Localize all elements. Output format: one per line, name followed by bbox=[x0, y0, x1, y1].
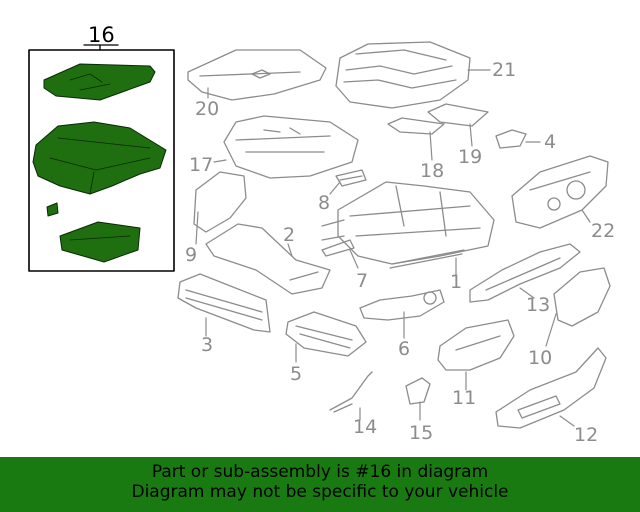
part-2[interactable] bbox=[205, 223, 331, 295]
part-21-cover[interactable] bbox=[335, 41, 471, 109]
callout-22[interactable]: 22 bbox=[591, 220, 616, 242]
part-1-seat-frame[interactable] bbox=[321, 181, 495, 269]
callout-3[interactable]: 3 bbox=[201, 334, 214, 356]
part-10-trim[interactable] bbox=[553, 267, 611, 327]
part-17-foam[interactable] bbox=[223, 115, 359, 179]
part-22-switch-panel[interactable] bbox=[511, 155, 609, 229]
callout-2[interactable]: 2 bbox=[283, 224, 296, 246]
part-6[interactable] bbox=[359, 289, 445, 321]
callout-14[interactable]: 14 bbox=[353, 416, 378, 438]
part-20-pad[interactable] bbox=[187, 49, 327, 101]
part-16-cushion-assembly[interactable] bbox=[32, 63, 167, 263]
part-3-lumbar[interactable] bbox=[177, 273, 271, 333]
part-13-rail[interactable] bbox=[469, 243, 581, 303]
callout-17[interactable]: 17 bbox=[189, 154, 214, 176]
part-18[interactable] bbox=[387, 117, 445, 135]
part-19[interactable] bbox=[427, 103, 489, 127]
part-5-mat[interactable] bbox=[285, 311, 367, 357]
seat-parts-diagram bbox=[28, 41, 611, 429]
banner-line-1: Part or sub-assembly is #16 in diagram bbox=[151, 462, 489, 482]
part-7[interactable] bbox=[321, 239, 355, 257]
callout-1[interactable]: 1 bbox=[450, 271, 463, 293]
callout-20[interactable]: 20 bbox=[195, 98, 220, 120]
part-11[interactable] bbox=[437, 319, 515, 371]
part-14[interactable] bbox=[329, 371, 373, 413]
callout-7[interactable]: 7 bbox=[356, 270, 369, 292]
callout-12[interactable]: 12 bbox=[574, 424, 599, 446]
callout-18[interactable]: 18 bbox=[420, 160, 445, 182]
leader-lines bbox=[195, 69, 591, 427]
callout-4[interactable]: 4 bbox=[544, 131, 557, 153]
callout-8[interactable]: 8 bbox=[318, 192, 331, 214]
part-12[interactable] bbox=[495, 347, 607, 429]
part-9[interactable] bbox=[193, 171, 247, 233]
part-8[interactable] bbox=[335, 169, 367, 187]
callout-5[interactable]: 5 bbox=[290, 363, 303, 385]
part-15[interactable] bbox=[405, 377, 431, 405]
callout-6[interactable]: 6 bbox=[398, 338, 411, 360]
callout-19[interactable]: 19 bbox=[458, 146, 483, 168]
part-4[interactable] bbox=[495, 129, 527, 149]
callout-21[interactable]: 21 bbox=[492, 59, 517, 81]
callout-13[interactable]: 13 bbox=[526, 294, 551, 316]
callout-11[interactable]: 11 bbox=[452, 387, 477, 409]
banner-line-2: Diagram may not be specific to your vehi… bbox=[131, 482, 509, 502]
callout-15[interactable]: 15 bbox=[409, 422, 434, 444]
callout-9[interactable]: 9 bbox=[185, 244, 198, 266]
callout-10[interactable]: 10 bbox=[528, 347, 553, 369]
info-banner: Part or sub-assembly is #16 in diagram D… bbox=[0, 457, 640, 512]
callout-16: 16 bbox=[88, 23, 115, 47]
